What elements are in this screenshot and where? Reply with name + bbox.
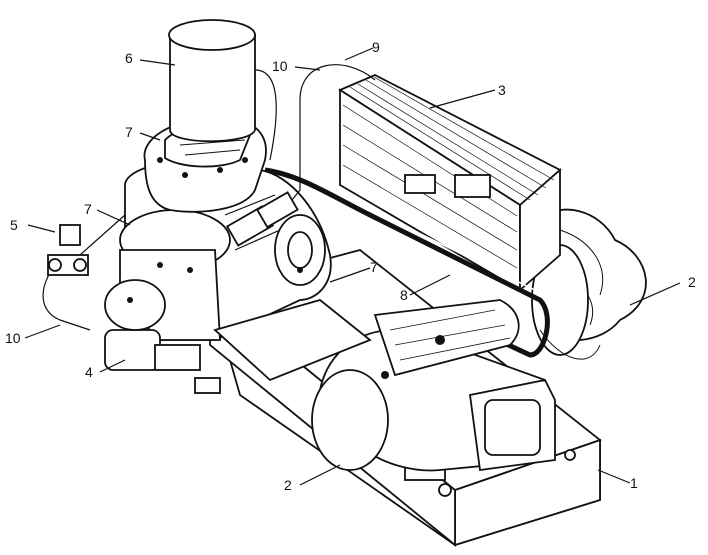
callout-2-motor: 2 bbox=[284, 477, 292, 493]
callout-10-left: 10 bbox=[5, 330, 21, 346]
filter bbox=[104, 279, 221, 394]
callout-6: 6 bbox=[125, 50, 133, 66]
callout-5: 5 bbox=[10, 217, 18, 233]
drive-belt bbox=[264, 164, 550, 358]
callout-1: 1 bbox=[630, 475, 638, 491]
leader-lines bbox=[24, 47, 681, 486]
callout-7-side: 7 bbox=[370, 259, 378, 275]
callout-2-fan: 2 bbox=[688, 274, 696, 290]
callout-3: 3 bbox=[498, 82, 506, 98]
valve bbox=[47, 214, 126, 276]
callout-10-top: 10 bbox=[272, 58, 288, 74]
cover-plate bbox=[213, 299, 372, 382]
motor bbox=[311, 299, 556, 472]
callout-7-top: 7 bbox=[125, 124, 133, 140]
head-fittings bbox=[224, 191, 299, 251]
receiver-tank bbox=[168, 19, 256, 143]
callout-9: 9 bbox=[372, 39, 380, 55]
callout-7-lower: 7 bbox=[84, 201, 92, 217]
callout-labels: 1 2 2 3 4 5 6 7 7 7 8 9 10 10 bbox=[5, 39, 696, 493]
callout-8: 8 bbox=[400, 287, 408, 303]
callout-4: 4 bbox=[85, 364, 93, 380]
